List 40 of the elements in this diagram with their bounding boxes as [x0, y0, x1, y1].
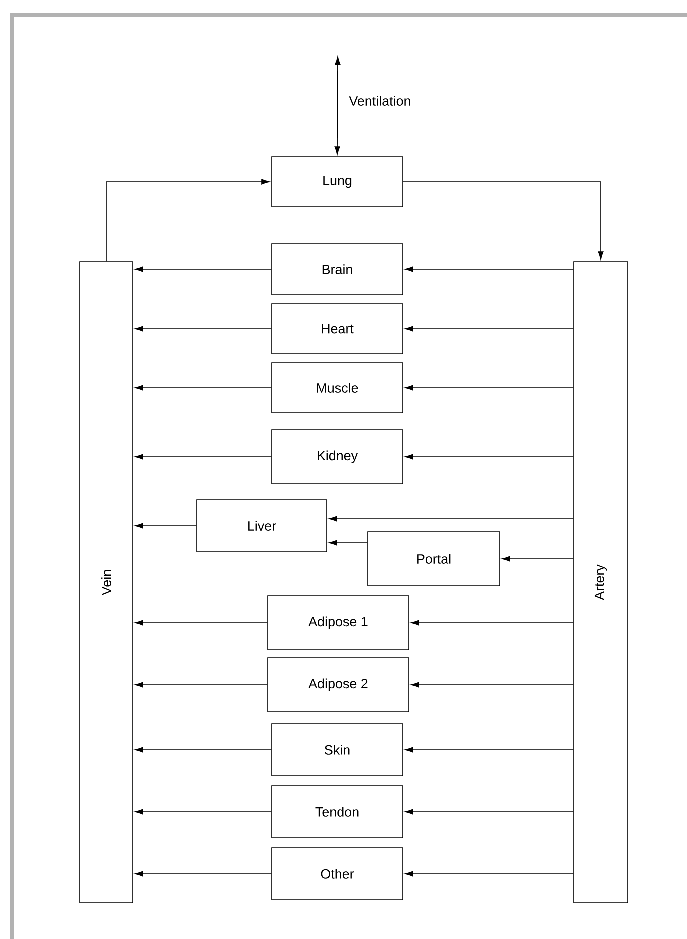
arrow	[135, 682, 268, 688]
arrow	[405, 809, 574, 815]
arrow	[135, 620, 268, 626]
edge-label: Ventilation	[348, 95, 412, 107]
arrow	[405, 747, 574, 753]
arrow	[135, 266, 272, 272]
organ-box: Liver	[196, 500, 328, 552]
arrow	[135, 385, 272, 391]
arrow	[135, 809, 272, 815]
vessel-bar: Vein	[80, 262, 134, 904]
organ-box: Other	[272, 848, 404, 900]
arrow	[135, 871, 272, 877]
arrow	[135, 454, 272, 460]
arrow	[106, 179, 270, 262]
arrow	[135, 523, 197, 529]
organ-box: Lung	[272, 156, 404, 208]
arrow	[405, 266, 574, 272]
organ-box: Kidney	[272, 430, 404, 484]
arrow	[135, 326, 272, 332]
arrow	[502, 556, 574, 562]
arrow	[405, 326, 574, 332]
vessel-bar: Artery	[574, 262, 628, 904]
organ-box: Adipose 2	[268, 658, 410, 712]
arrow	[411, 620, 574, 626]
arrow	[329, 540, 368, 546]
arrow	[329, 516, 574, 522]
organ-box: Skin	[272, 724, 404, 776]
arrow	[405, 454, 574, 460]
arrow	[403, 182, 604, 260]
arrow	[135, 747, 272, 753]
organ-box: Portal	[368, 532, 500, 586]
organ-box: Tendon	[272, 786, 404, 838]
organ-box: Brain	[272, 244, 404, 296]
organ-box: Heart	[272, 304, 404, 354]
organ-box: Muscle	[272, 362, 404, 414]
arrow	[334, 56, 341, 155]
arrow	[405, 385, 574, 391]
arrow	[405, 871, 574, 877]
arrow	[411, 682, 574, 688]
organ-box: Adipose 1	[268, 596, 410, 650]
